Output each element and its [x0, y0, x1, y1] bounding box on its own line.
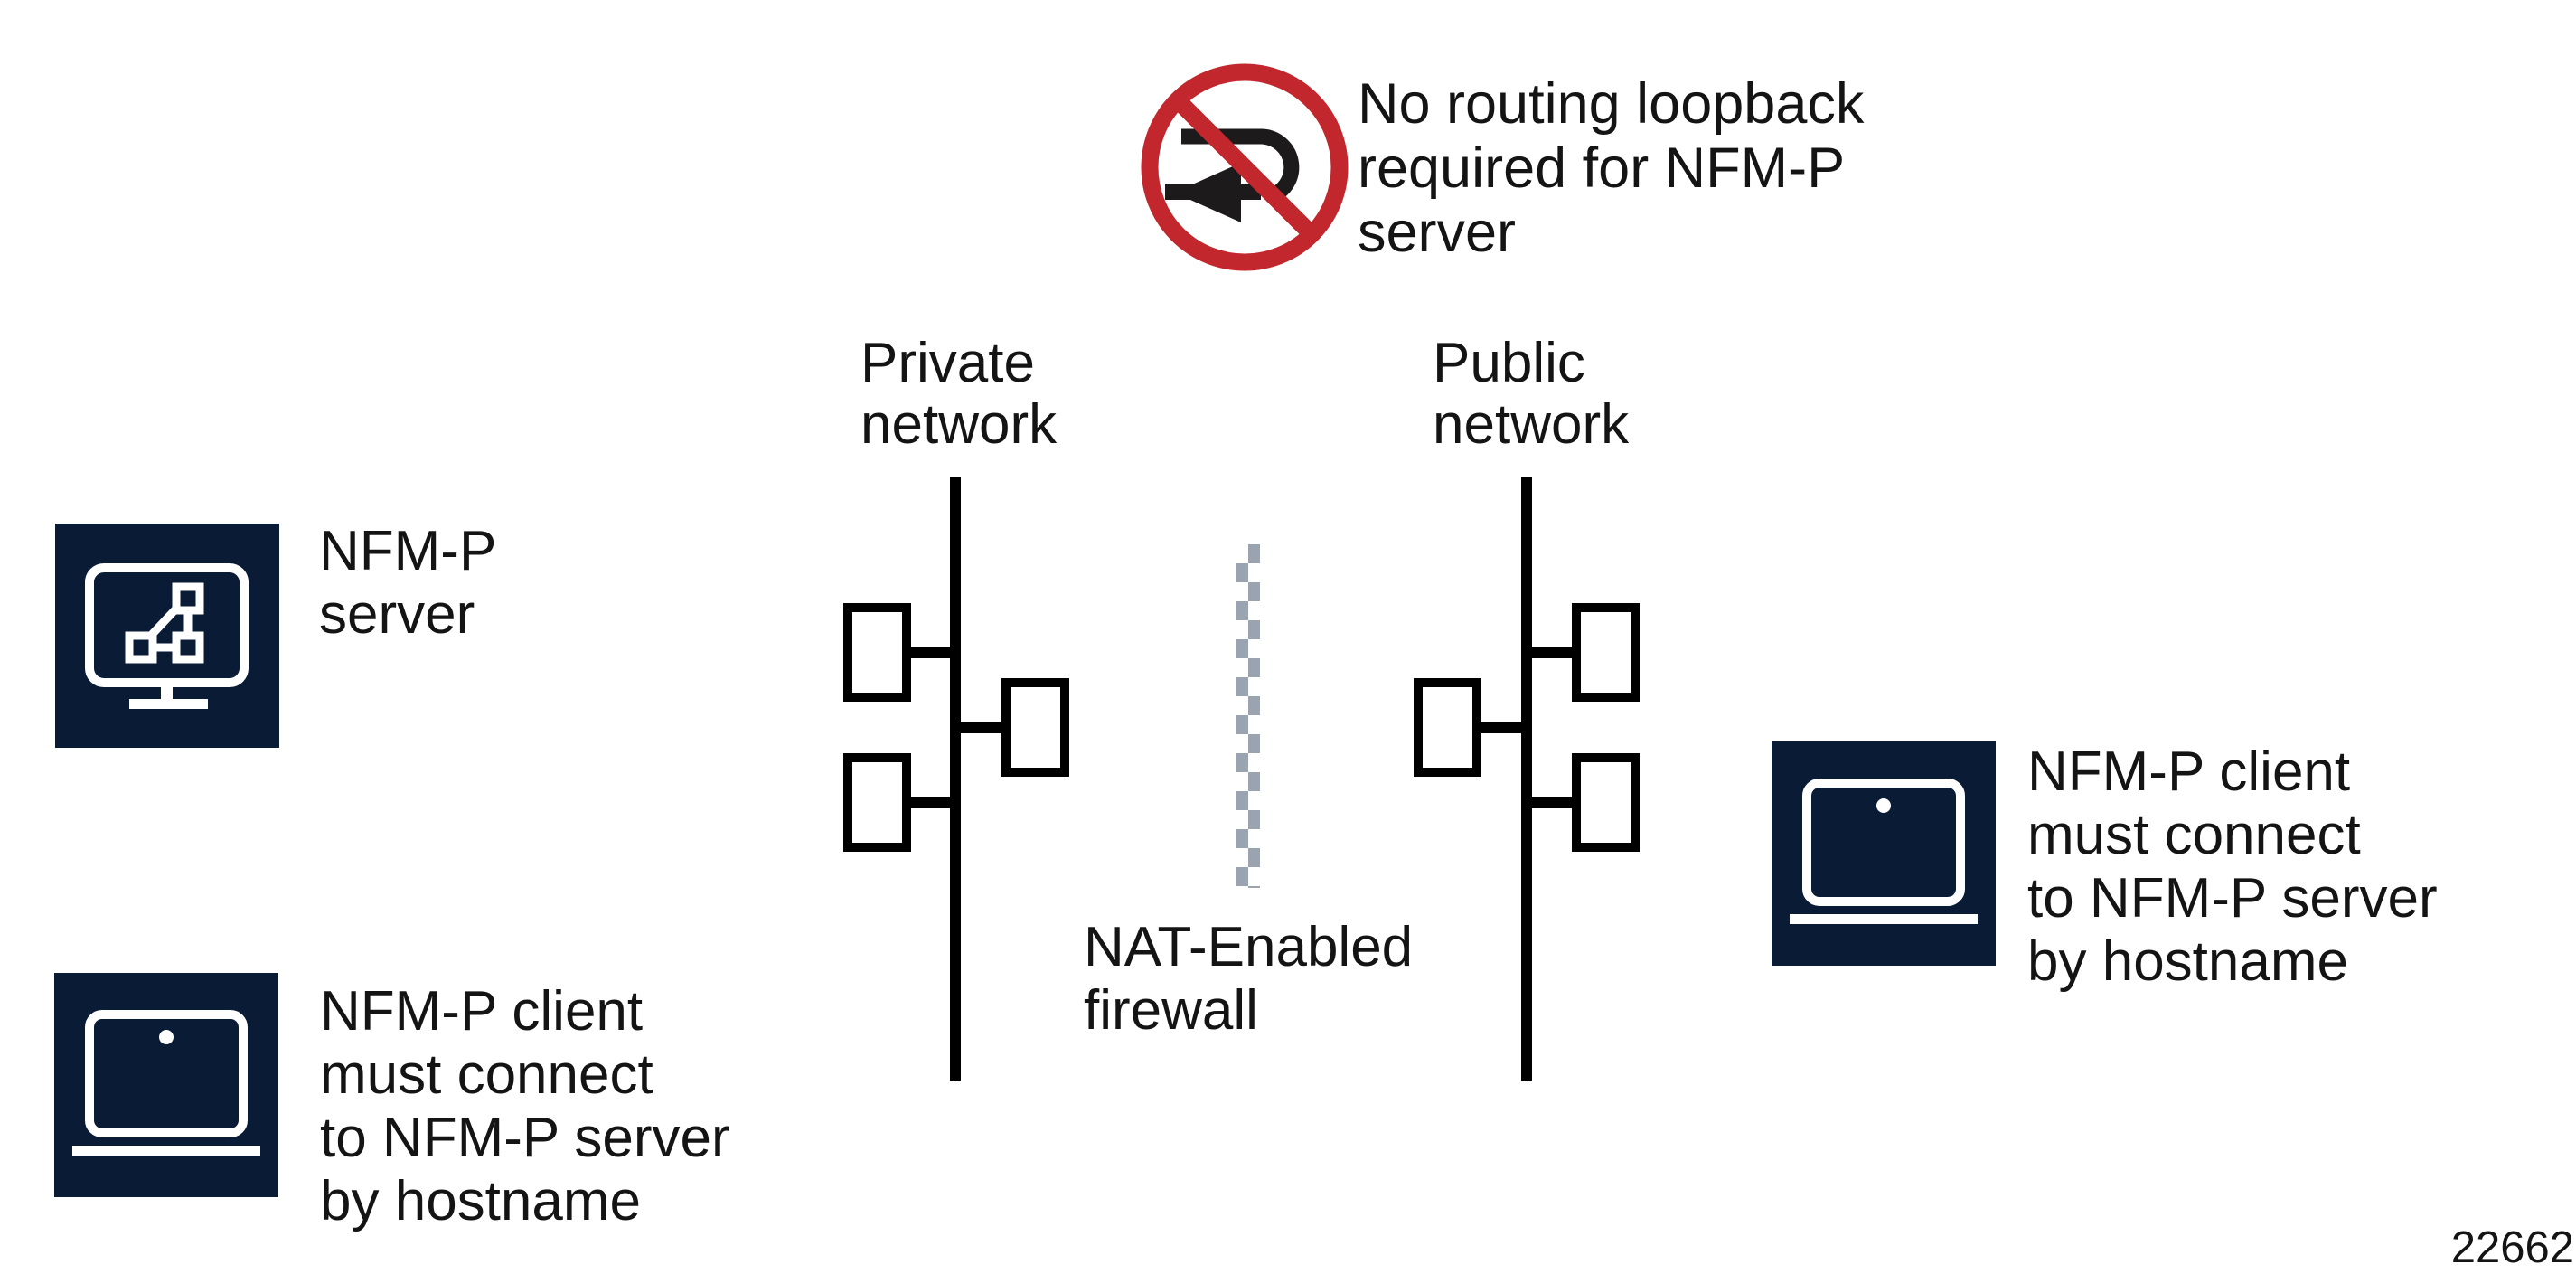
monitor-topology-icon: [55, 524, 279, 748]
label-line: required for NFM-P: [1358, 137, 1846, 200]
label-line: server: [319, 583, 475, 646]
prohibition-graphic: [1141, 63, 1349, 271]
label-line: NFM-P client: [2027, 741, 2351, 803]
private-network-label: Private network: [860, 333, 1057, 456]
node-connector: [1476, 722, 1532, 733]
network-node: [1001, 678, 1069, 777]
laptop-icon: [1772, 741, 1996, 966]
label-line: firewall: [1084, 979, 1258, 1042]
prohibition-circle: [1141, 63, 1349, 271]
network-node: [1414, 678, 1481, 777]
label-line: must connect: [2027, 804, 2361, 866]
firewall-zigzag-graphic: [1236, 544, 1260, 888]
nfmp-client-label-right: NFM-P client must connect to NFM-P serve…: [2027, 741, 2438, 994]
node-connector: [911, 647, 961, 658]
firewall-label: NAT-Enabled firewall: [1084, 916, 1413, 1043]
nfmp-server-icon: [55, 524, 279, 748]
label-line: network: [1433, 393, 1630, 456]
network-node: [843, 753, 911, 852]
firewall-zigzag-icon: [1236, 544, 1260, 888]
node-connector: [1521, 797, 1575, 808]
label-line: NAT-Enabled: [1084, 916, 1414, 978]
prohibition-slash: [1171, 94, 1318, 241]
label-line: Private: [860, 332, 1035, 394]
label-line: NFM-P client: [320, 980, 644, 1043]
label-line: network: [860, 393, 1058, 456]
no-routing-loopback-icon: [1134, 57, 1355, 278]
nfmp-client-icon-right: [1772, 741, 1996, 966]
nfmp-client-icon-left: [54, 973, 278, 1197]
node-connector: [1521, 647, 1575, 658]
public-network-bus: [1521, 477, 1532, 1081]
no-routing-loopback-label: No routing loopback required for NFM-P s…: [1358, 72, 1864, 265]
network-node: [1572, 603, 1640, 702]
nfmp-server-label: NFM-P server: [319, 520, 496, 646]
figure-number: 22662: [2450, 1223, 2574, 1272]
network-node: [843, 603, 911, 702]
label-line: to NFM-P server: [2027, 867, 2438, 930]
nfmp-client-label-left: NFM-P client must connect to NFM-P serve…: [320, 980, 730, 1233]
network-node: [1572, 753, 1640, 852]
label-line: must connect: [320, 1043, 653, 1106]
label-line: NFM-P: [319, 520, 497, 582]
node-connector: [911, 797, 961, 808]
loopback-arrowhead: [1174, 163, 1241, 222]
label-line: Public: [1433, 332, 1585, 394]
laptop-icon: [54, 973, 278, 1197]
label-line: server: [1358, 201, 1517, 264]
label-line: No routing loopback: [1358, 72, 1865, 136]
public-network-label: Public network: [1433, 333, 1629, 456]
label-line: to NFM-P server: [320, 1107, 730, 1169]
label-line: by hostname: [320, 1170, 641, 1232]
private-network-bus: [950, 477, 961, 1081]
node-connector: [950, 722, 1006, 733]
label-line: by hostname: [2027, 930, 2348, 993]
